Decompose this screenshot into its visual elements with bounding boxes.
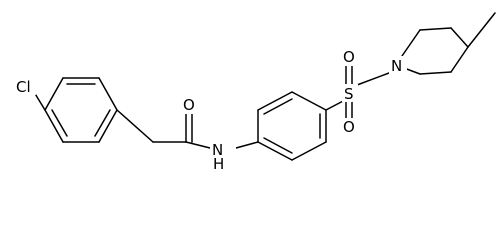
n-ring-bond bbox=[235, 141, 259, 149]
bond bbox=[257, 91, 293, 111]
bond bbox=[257, 141, 293, 161]
atom-sulfonyl-o-bottom: O bbox=[341, 118, 357, 136]
atom-sulfur: S bbox=[342, 84, 358, 103]
atom-label-carbonyl-o: O bbox=[183, 96, 195, 114]
bond bbox=[98, 77, 118, 111]
bond bbox=[401, 29, 421, 57]
atom-cl: Cl bbox=[14, 77, 36, 96]
central-phenyl-ring bbox=[257, 91, 327, 161]
atom-piperidine-n: N bbox=[389, 56, 407, 75]
chlorophenyl-ring bbox=[44, 77, 118, 143]
bond bbox=[291, 91, 327, 111]
atom-label-sulfur: S bbox=[344, 85, 354, 103]
bond bbox=[450, 46, 469, 73]
bond bbox=[419, 27, 452, 31]
atom-amide-nh: N H bbox=[210, 140, 236, 173]
bond bbox=[291, 141, 327, 161]
bond bbox=[419, 71, 452, 75]
methyl-bond bbox=[467, 12, 496, 48]
bond bbox=[98, 109, 118, 143]
ring-ch2-bond bbox=[116, 109, 154, 143]
bond bbox=[44, 77, 64, 111]
double-bond-inner bbox=[51, 109, 68, 137]
ring-s-bond bbox=[325, 99, 346, 111]
atom-carbonyl-o: O bbox=[181, 96, 197, 114]
chemical-structure: Cl O N H S O O N bbox=[14, 12, 496, 173]
atom-label-amide-h: H bbox=[213, 155, 224, 173]
carbonyl-n-bond bbox=[185, 141, 211, 149]
bond bbox=[450, 27, 469, 48]
double-bond-inner bbox=[263, 98, 293, 115]
atom-label-piperidine-n: N bbox=[391, 57, 402, 75]
double-bond-inner bbox=[94, 109, 111, 137]
s-n-bond bbox=[356, 72, 390, 86]
atom-label-sulfonyl-o-bottom: O bbox=[343, 118, 355, 136]
atom-label-cl: Cl bbox=[16, 78, 31, 96]
atom-label-sulfonyl-o-top: O bbox=[343, 48, 355, 66]
bond bbox=[44, 109, 64, 143]
atom-label-amide-n: N bbox=[212, 141, 223, 159]
double-bond-inner bbox=[263, 137, 293, 154]
atom-sulfonyl-o-top: O bbox=[341, 48, 357, 66]
molecule-canvas: Cl O N H S O O N bbox=[14, 12, 496, 173]
piperidine-ring bbox=[401, 27, 469, 75]
